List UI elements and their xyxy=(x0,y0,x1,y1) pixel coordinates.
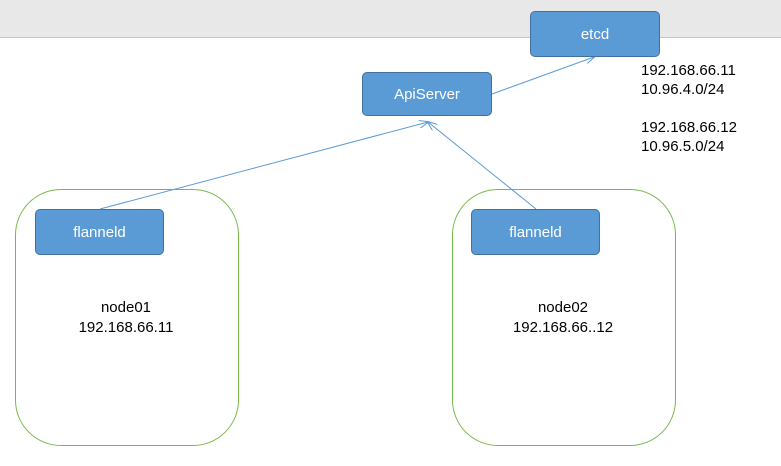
node02-name: node02 xyxy=(537,299,589,316)
flanneld-node01-label: flanneld xyxy=(73,223,126,241)
arrow-flanneld02-to-apiserver xyxy=(428,122,537,210)
node02-info: node02 192.168.66..12 xyxy=(473,298,653,338)
etcd-entry: 192.168.66.12 10.96.5.0/24 xyxy=(641,118,737,156)
etcd-entry-ip: 192.168.66.12 xyxy=(641,119,737,136)
etcd-entry: 192.168.66.11 10.96.4.0/24 xyxy=(641,61,737,99)
node02-ip: 192.168.66..12 xyxy=(512,319,614,336)
etcd-entries: 192.168.66.11 10.96.4.0/24 192.168.66.12… xyxy=(641,61,737,156)
node02-container xyxy=(452,189,676,446)
node01-container xyxy=(15,189,239,446)
etcd-entry-subnet: 10.96.5.0/24 xyxy=(641,138,725,155)
arrow-flanneld01-to-apiserver xyxy=(99,122,428,210)
apiserver-label: ApiServer xyxy=(394,85,460,103)
flanneld-node02-box: flanneld xyxy=(471,209,600,255)
etcd-box: etcd xyxy=(530,11,660,57)
etcd-entry-subnet: 10.96.4.0/24 xyxy=(641,81,725,98)
arrow-apiserver-to-etcd xyxy=(491,57,594,95)
node01-info: node01 192.168.66.11 xyxy=(36,298,216,338)
etcd-entry-ip: 192.168.66.11 xyxy=(641,62,736,79)
etcd-label: etcd xyxy=(580,25,610,43)
apiserver-box: ApiServer xyxy=(362,72,492,116)
node01-name: node01 xyxy=(100,299,152,316)
node01-ip: 192.168.66.11 xyxy=(78,319,174,336)
flanneld-node01-box: flanneld xyxy=(35,209,164,255)
flanneld-node02-label: flanneld xyxy=(509,223,562,241)
